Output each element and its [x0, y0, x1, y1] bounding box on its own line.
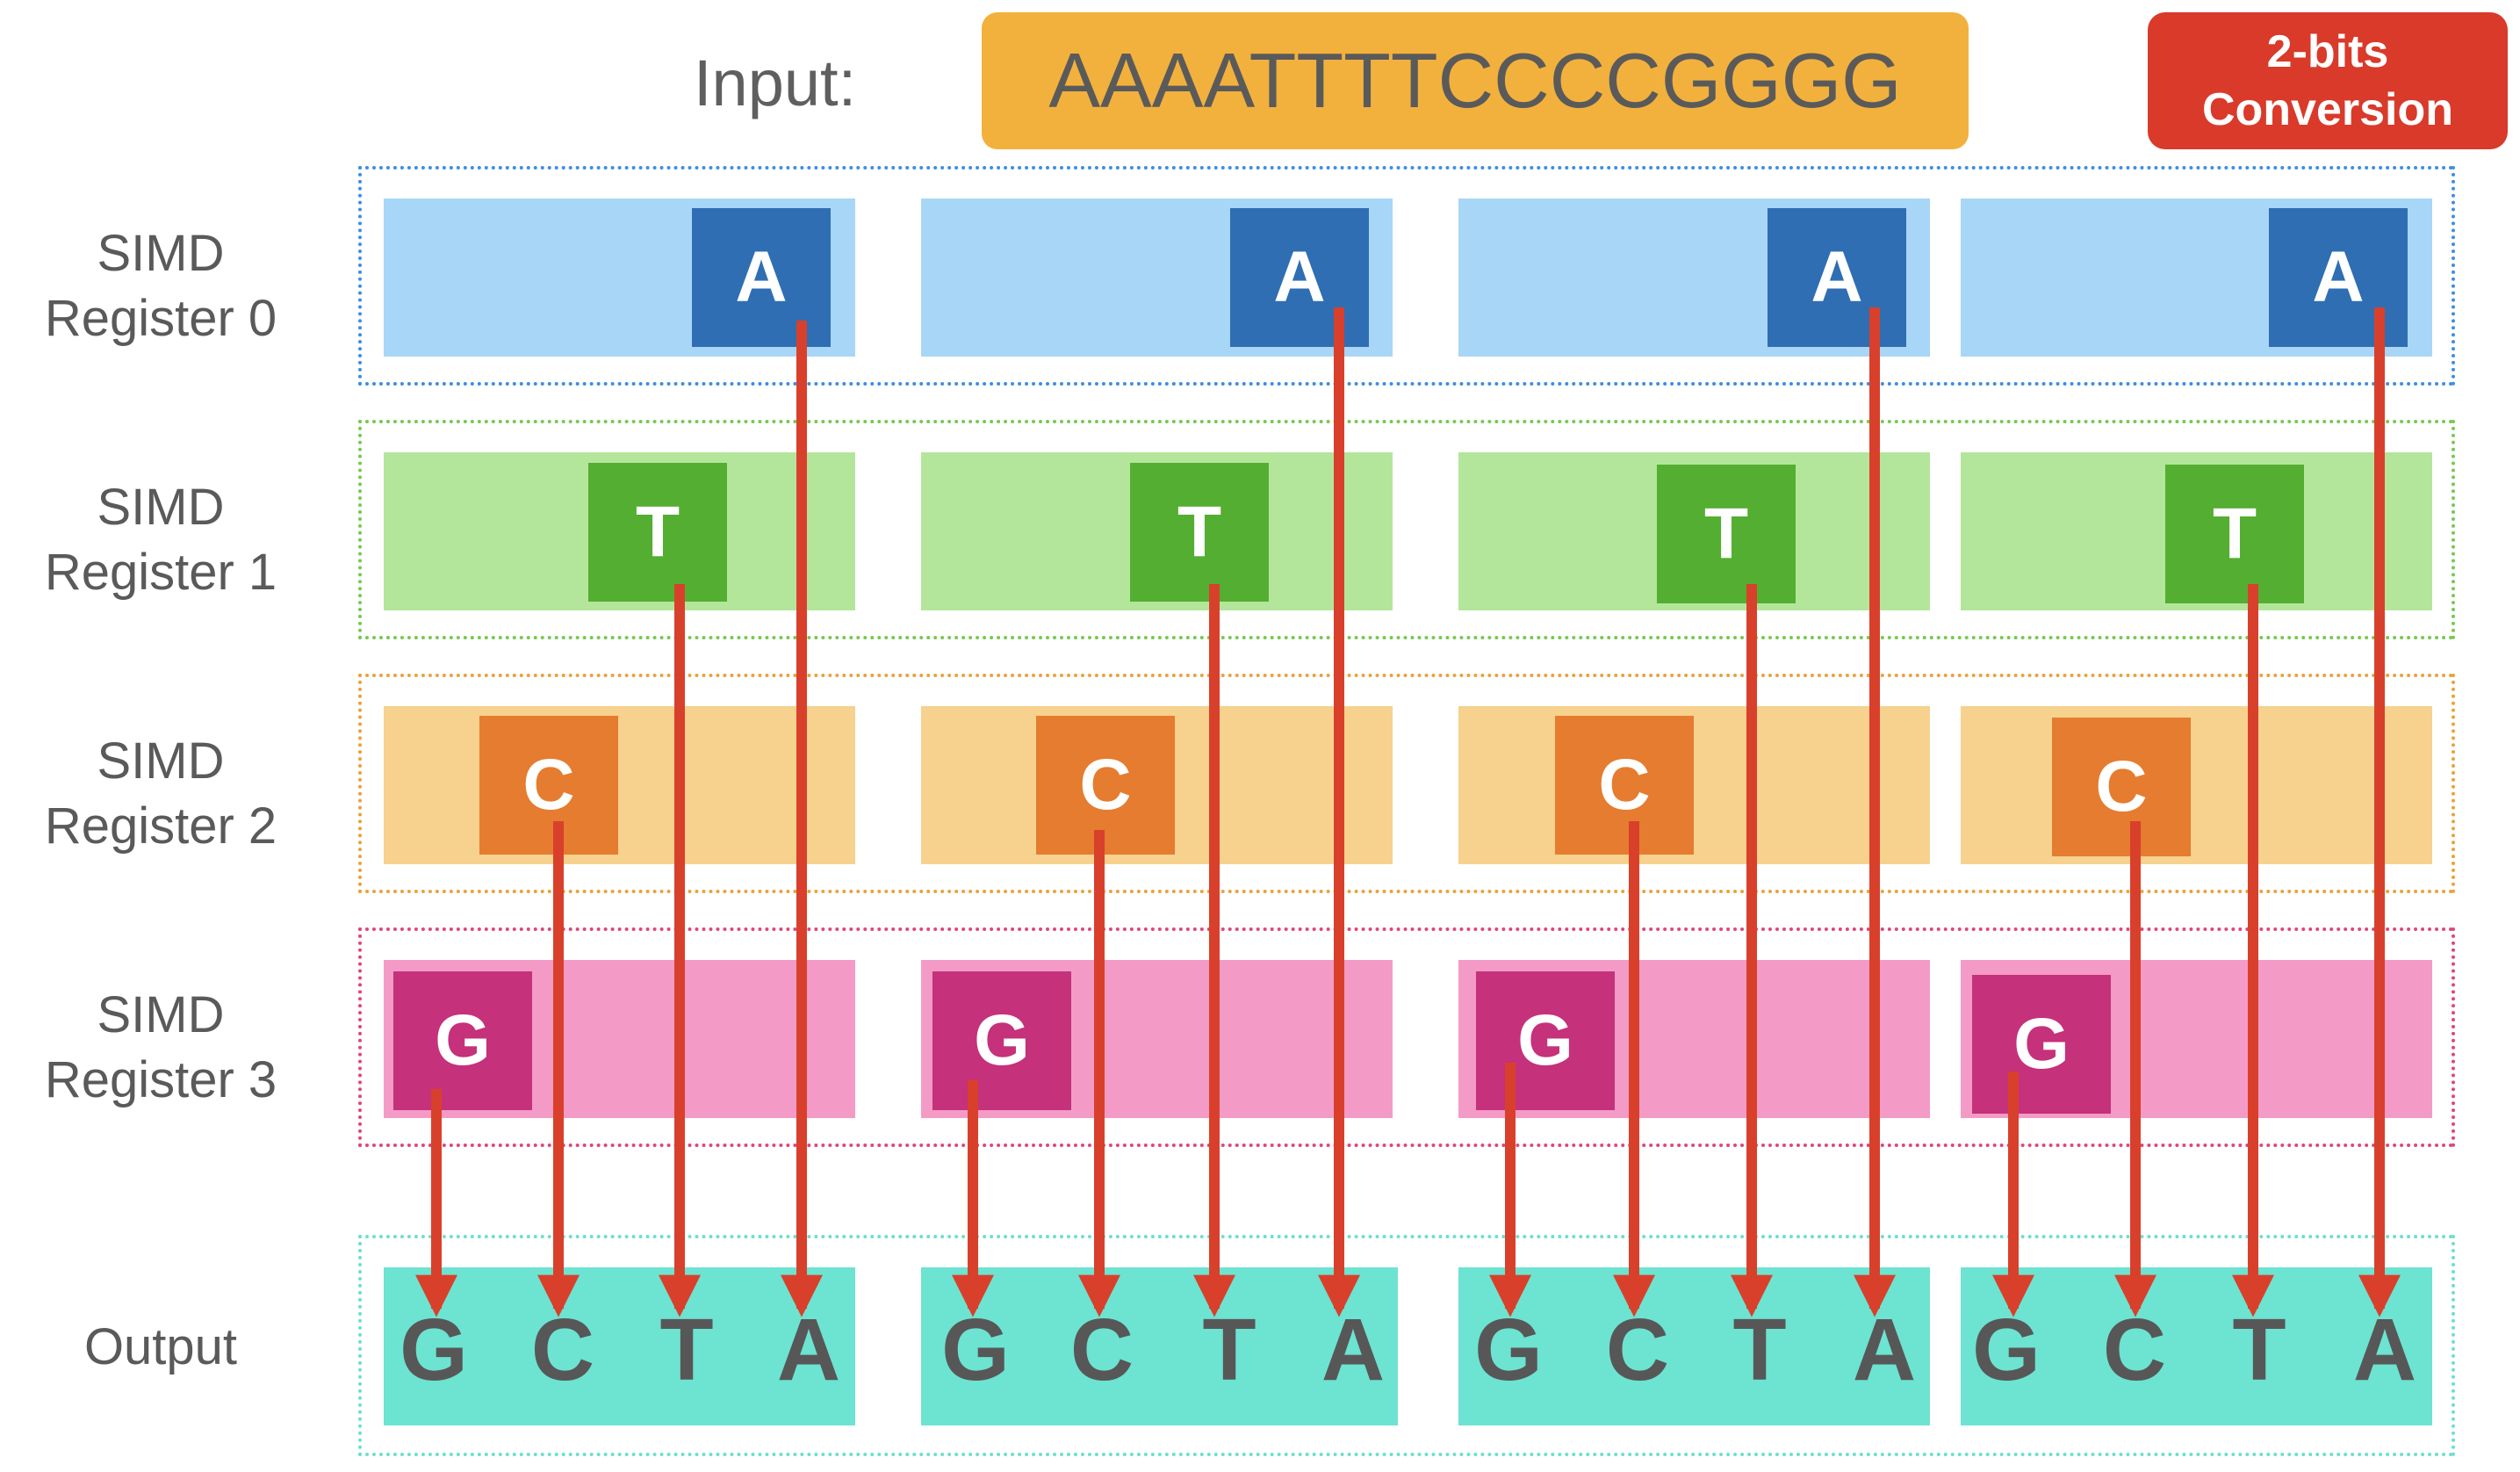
register-0-base-letter: A — [1811, 237, 1863, 317]
register-0-base-letter: A — [2312, 237, 2365, 317]
register-2-lane-3 — [1961, 706, 2432, 864]
output-letter: A — [1321, 1301, 1386, 1399]
register-3-base-g: G — [932, 971, 1071, 1110]
register-0-base-letter: A — [1273, 237, 1326, 317]
register-1-base-t: T — [1130, 463, 1269, 602]
register-2-base-letter: C — [522, 745, 575, 825]
output-lane-3 — [1961, 1267, 2432, 1425]
output-letter: G — [1474, 1301, 1543, 1399]
register-1-base-letter: T — [1177, 492, 1222, 572]
output-letter: C — [530, 1301, 595, 1399]
register-0-label-line2: Register 0 — [44, 290, 277, 347]
register-2-lane-2 — [1458, 706, 1930, 864]
register-2-label-line1: SIMD — [97, 732, 225, 790]
output-label: Output — [83, 1318, 238, 1375]
register-1-frame — [358, 420, 2455, 639]
output-letter: T — [1202, 1301, 1256, 1399]
output-lane-0 — [384, 1267, 855, 1425]
register-3-base-letter: G — [974, 1000, 1030, 1080]
output-letter: T — [2232, 1301, 2286, 1399]
register-0-label-line1: SIMD — [97, 225, 225, 282]
register-0-label: SIMD Register 0 — [16, 221, 306, 351]
register-3-base-g: G — [393, 971, 532, 1110]
conversion-badge-line2: Conversion — [2201, 84, 2454, 135]
register-0-base-a: A — [1768, 208, 1906, 347]
register-1-label-line2: Register 1 — [44, 544, 277, 601]
register-2-base-c: C — [479, 716, 618, 855]
output-letter: A — [776, 1301, 841, 1399]
register-0-frame — [358, 166, 2455, 386]
register-1-label: SIMD Register 1 — [16, 475, 306, 605]
register-2-base-c: C — [1036, 716, 1175, 855]
output-frame — [358, 1235, 2455, 1456]
register-2-base-letter: C — [1079, 745, 1132, 825]
register-2-lane-0 — [384, 706, 855, 864]
output-lane-2 — [1458, 1267, 1930, 1425]
register-1-base-t: T — [2165, 465, 2304, 603]
output-letter: C — [1605, 1301, 1670, 1399]
register-3-base-letter: G — [435, 1000, 491, 1080]
register-3-base-letter: G — [2013, 1004, 2070, 1084]
register-1-base-letter: T — [2212, 494, 2257, 574]
register-3-base-letter: G — [1517, 1000, 1573, 1080]
output-letter: G — [941, 1301, 1010, 1399]
conversion-badge-line1: 2-bits — [2266, 26, 2389, 77]
register-3-label-line1: SIMD — [97, 986, 225, 1043]
input-label: Input: — [694, 47, 857, 119]
register-3-label-line2: Register 3 — [44, 1051, 277, 1108]
register-3-frame — [358, 927, 2455, 1147]
output-letter: T — [1732, 1301, 1787, 1399]
register-3-base-g: G — [1972, 975, 2111, 1114]
output-letter: A — [2352, 1301, 2417, 1399]
register-2-base-c: C — [1555, 716, 1694, 855]
register-0-base-letter: A — [735, 237, 788, 317]
output-letter: G — [400, 1301, 468, 1399]
register-1-base-t: T — [588, 463, 727, 602]
output-letter: G — [1972, 1301, 2041, 1399]
register-3-label: SIMD Register 3 — [16, 983, 306, 1113]
register-3-base-g: G — [1476, 971, 1615, 1110]
register-2-base-letter: C — [1598, 745, 1651, 825]
register-0-base-a: A — [1230, 208, 1369, 347]
register-2-frame — [358, 674, 2455, 893]
register-0-base-a: A — [692, 208, 831, 347]
output-letter: C — [2102, 1301, 2167, 1399]
output-letter: A — [1852, 1301, 1917, 1399]
output-letter: C — [1069, 1301, 1134, 1399]
conversion-badge: 2-bits Conversion — [2148, 12, 2508, 149]
register-2-base-c: C — [2052, 718, 2191, 856]
register-2-label-line2: Register 2 — [44, 797, 277, 855]
register-2-label: SIMD Register 2 — [16, 729, 306, 859]
register-1-base-letter: T — [1703, 494, 1749, 574]
input-sequence-box: AAAATTTTCCCCGGGG — [982, 12, 1969, 149]
output-letter: T — [659, 1301, 714, 1399]
input-sequence: AAAATTTTCCCCGGGG — [1048, 37, 1902, 124]
register-2-base-letter: C — [2095, 747, 2148, 826]
register-1-base-letter: T — [635, 492, 680, 572]
register-1-base-t: T — [1657, 465, 1796, 603]
register-1-label-line1: SIMD — [97, 479, 225, 536]
